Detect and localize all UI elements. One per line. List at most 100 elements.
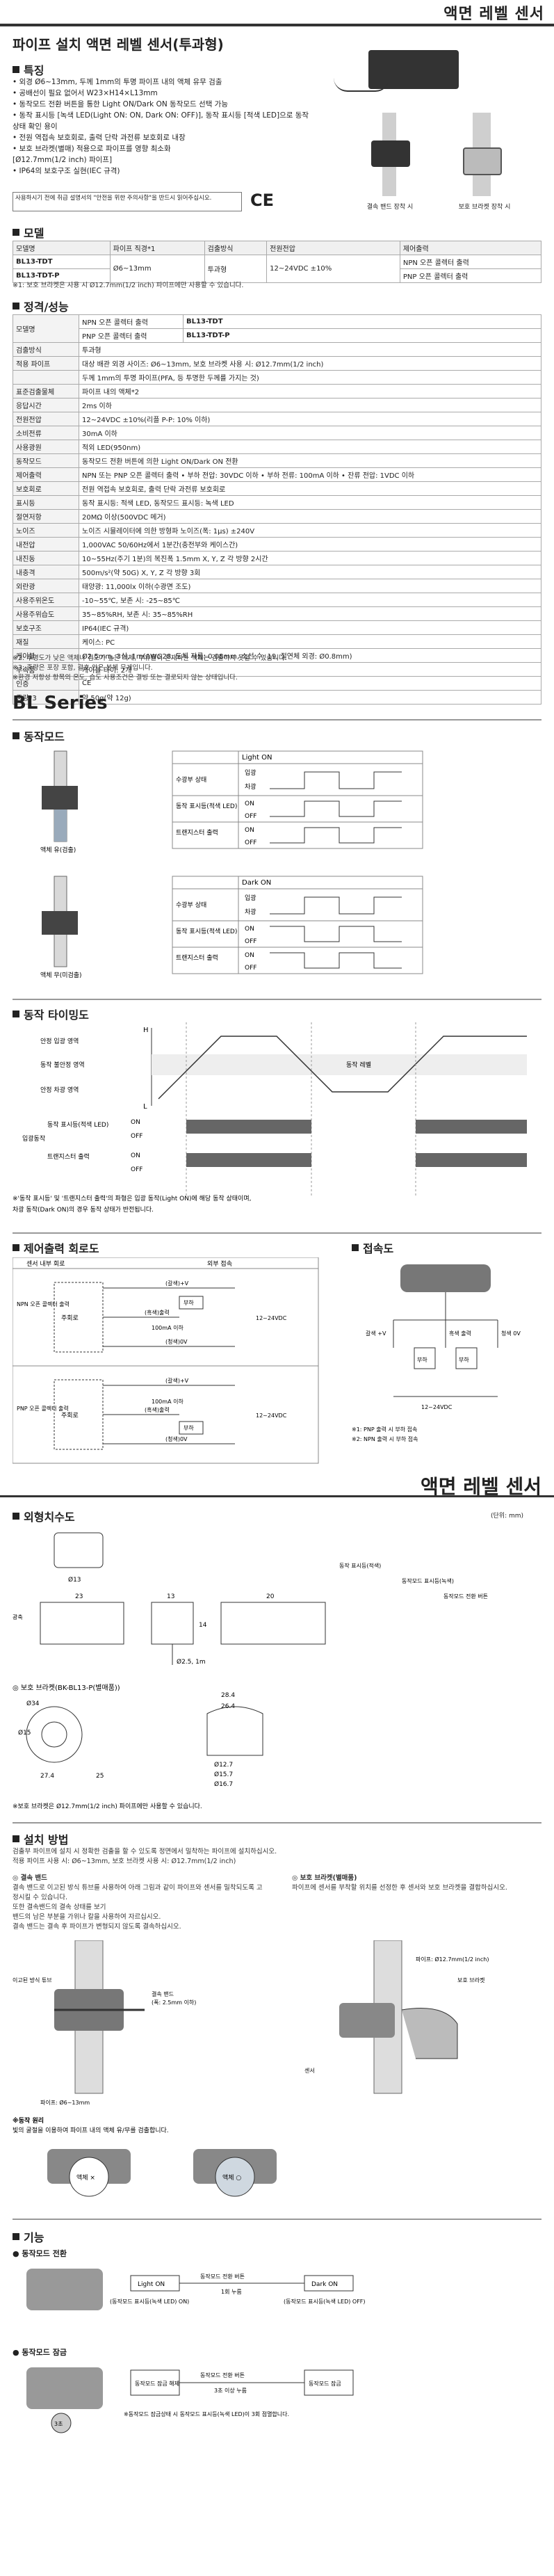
table-cell: 노이즈 <box>13 523 79 538</box>
install-label: 보호 브라켓 <box>457 1977 484 1983</box>
features-heading-text: 특징 <box>24 64 44 77</box>
table-cell: BL13-TDT-P <box>183 328 541 343</box>
caption-bracket: 보호 브라켓 장착 시 <box>458 204 511 211</box>
install-label: 파이프: Ø12.7mm(1/2 inch) <box>416 1956 489 1963</box>
table-row: PNP 오픈 콜렉터 출력 BL13-TDT-P <box>13 328 541 343</box>
wire-label: (청색)0V <box>165 1338 188 1345</box>
dim-note: 동작모드 표시등(녹색) <box>402 1577 454 1584</box>
table-header-cell: 전원전압 <box>266 241 400 255</box>
install-drawing: 이고된 방식 튜브 결속 밴드 (폭: 2.5mm 이하) 파이프: Ø6~13… <box>13 1940 489 2197</box>
bracket-title: ◎ 보호 브라켓(별매품) <box>292 1874 357 1882</box>
in-label: 입광 <box>245 768 256 777</box>
wire-label: 흑색 출력 <box>449 1330 471 1337</box>
dim-label: Ø13 <box>68 1576 81 1584</box>
main-circuit-label: 주회로 <box>61 1314 79 1322</box>
table-cell: BL13-TDT-P <box>13 268 111 283</box>
load-box <box>455 1347 478 1369</box>
func-mode-diagram: Light ON (동작모드 표시등(녹색 LED) ON) 동작모드 전환 버… <box>26 2269 366 2310</box>
timing-heading-text: 동작 타이밍도 <box>24 1008 89 1022</box>
state-label: Dark ON <box>311 2281 338 2288</box>
table-cell: 재질 <box>13 634 79 649</box>
table-cell: 동작모드 전환 버튼에 의한 Light ON/Dark ON 전환 <box>79 453 541 468</box>
table-cell: 태양광: 11,000lx 이하(수광면 조도) <box>79 579 541 593</box>
table-cell: 제어출력 <box>13 467 79 482</box>
table-cell: 투과형 <box>79 342 541 357</box>
install-heading-text: 설치 방법 <box>24 1833 69 1846</box>
bracket-title: ◎ 보호 브라켓(BK-BL13-P(별매품)) <box>13 1684 120 1692</box>
load-label: 부하 <box>417 1356 427 1363</box>
feature-item: [Ø12.7mm(1/2 inch) 파이프] <box>13 156 113 164</box>
feature-item: • IP64의 보호구조 실현(IEC 규격) <box>13 167 120 175</box>
dim-label: 20 <box>266 1593 275 1600</box>
bracket-shape <box>401 2008 458 2059</box>
arrow-label: 동작모드 전환 버튼 <box>200 2372 245 2378</box>
inner-label: 센서 내부 회로 <box>26 1260 65 1268</box>
install-label: 이고된 방식 튜브 <box>13 1977 52 1983</box>
feature-item: • 외경 Ø6~13mm, 두께 1mm의 투명 파이프 내의 액체 유무 검출 <box>13 78 222 86</box>
bullet-square-icon <box>352 1244 359 1251</box>
waveform <box>270 800 402 817</box>
main-circuit-label: 주회로 <box>61 1412 79 1419</box>
table-cell: 표준검출물체 <box>13 384 79 399</box>
current-label: 100mA 이하 <box>152 1398 184 1405</box>
page-header: 액면 레벨 센서 <box>0 0 554 26</box>
lock-note: ※동작모드 잠금상태 시 동작모드 표시등(녹색 LED)이 3회 점멸합니다. <box>124 2410 289 2417</box>
dim-label: 26.4 <box>221 1703 235 1710</box>
in-label: 입광 <box>245 894 256 902</box>
table-cell: 30mA 이하 <box>79 426 541 440</box>
waveform-high <box>186 1153 311 1167</box>
features-heading: 특징 <box>13 61 44 78</box>
side-label: 입광동작 <box>22 1134 45 1143</box>
warning-box: 사용하시기 전에 취급 설명서의 "안전을 위한 주의사항"을 반드시 읽어주십… <box>13 192 242 211</box>
tie-title: ◎ 결속 밴드 <box>13 1874 47 1882</box>
tie-section: ◎ 결속 밴드 결속 밴드로 이고된 방식 튜브를 사용하여 아래 그림과 같이… <box>13 1874 263 1932</box>
on-label: ON <box>131 1152 140 1159</box>
zone-label: 안정 차광 영역 <box>40 1086 79 1094</box>
table-cell: NPN 오픈 콜렉터 출력 <box>399 255 542 269</box>
finger-button-icon <box>51 2413 72 2433</box>
arrow-label: 동작모드 전환 버튼 <box>200 2273 245 2280</box>
tie-text: 밴드의 남은 부분을 가위나 칼을 사용하여 자르십시오. <box>13 1913 161 1921</box>
arrow-sub: 1회 누름 <box>221 2289 242 2295</box>
mode-heading: 동작모드 <box>13 727 65 744</box>
install-label: 결속 밴드 <box>152 1990 174 1997</box>
divider <box>13 999 541 1000</box>
table-cell: BL13-TDT <box>183 314 541 329</box>
table-header-cell: 검출방식 <box>204 241 268 255</box>
bullet-square-icon <box>13 732 19 739</box>
feature-item: • 공배선이 필요 없어서 W23×H14×L13mm <box>13 89 158 97</box>
dim-label: Ø15.7 <box>214 1771 233 1778</box>
mode-heading-text: 동작모드 <box>24 730 65 743</box>
arrow-sub: 3초 이상 누름 <box>214 2387 247 2394</box>
table-cell: 적외 LED(950nm) <box>79 440 541 454</box>
table-cell: 보호회로 <box>13 481 79 496</box>
table-row: BL13-TDT-P PNP 오픈 콜렉터 출력 <box>13 268 542 283</box>
table-row: 사용주위온도-10~55℃, 보존 시: -25~85℃ <box>13 593 541 607</box>
waveform <box>270 896 402 915</box>
intro-line: 적용 파이프 사용 시: Ø6~13mm, 보호 브라켓 사용 시: Ø12.7… <box>13 1858 236 1865</box>
npn-label: NPN 오픈 콜렉터 출력 <box>17 1301 70 1307</box>
timing-note: 차광 동작(Dark ON)의 경우 동작 상태가 반전됩니다. <box>13 1205 154 1214</box>
header-rule <box>0 24 554 26</box>
product-photos: 결속 밴드 장착 시 보호 브라켓 장착 시 <box>327 43 542 217</box>
waveform-high <box>186 1120 311 1134</box>
bullet-square-icon <box>13 1513 19 1520</box>
conn-heading: 접속도 <box>352 1239 393 1256</box>
row-label: 수광부 상태 <box>176 775 206 784</box>
table-cell: 절연저항 <box>13 509 79 524</box>
bracket-section: ◎ 보호 브라켓(별매품) 파이프에 센서를 부착할 위치를 선정한 후 센서와… <box>292 1874 542 1893</box>
dim-label: Ø2.5, 1m <box>177 1658 206 1666</box>
spec-note: ※환경 저항성 항목의 온도, 습도 사용조건은 결빙 또는 결로되지 않는 상… <box>13 674 238 682</box>
bullet-square-icon <box>13 1244 19 1251</box>
load-label: 부하 <box>459 1356 469 1363</box>
out-label: 동작 표시등(적색 LED) <box>47 1120 108 1129</box>
sensor-shape <box>26 2367 103 2409</box>
waveform <box>270 771 402 789</box>
caption-no-liquid: 액체 무(미검출) <box>40 971 82 979</box>
install-intro: 검출부 파이프에 설치 시 정확한 검출을 할 수 있도록 정면에서 밀착하는 … <box>13 1847 541 1867</box>
